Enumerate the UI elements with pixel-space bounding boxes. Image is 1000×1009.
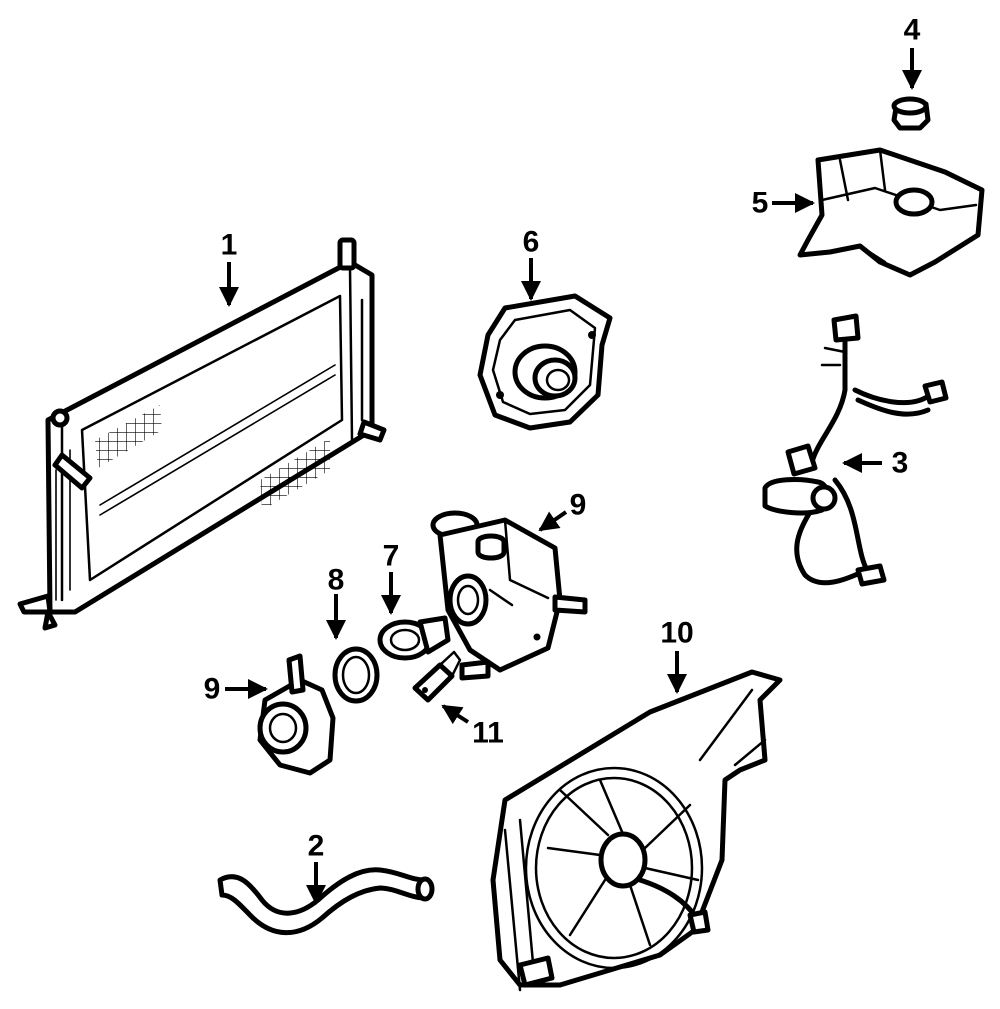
callout-11: 11 [472,717,504,750]
callout-10: 10 [660,617,693,650]
fan-shroud-part [490,669,783,992]
leader-arrows [219,48,922,905]
radiator-part [17,237,387,631]
callout-6: 6 [523,226,540,259]
callout-7: 7 [383,540,400,573]
hose-assembly-part [762,313,949,587]
callout-labels: 1 2 3 4 5 6 7 8 9 9 10 11 [204,14,921,863]
callout-9-lower: 9 [204,673,221,706]
gasket-part [332,646,380,704]
temperature-sensor-part [412,650,462,703]
callout-5: 5 [752,187,769,220]
water-pump-part [477,293,613,431]
reservoir-cap-part [891,96,931,131]
coolant-outlet-part [257,653,336,776]
radiator-hose-part [217,867,435,936]
leader-arrow-9a [538,510,568,532]
callout-4: 4 [904,14,921,47]
coolant-reservoir-part [797,147,985,278]
callout-3: 3 [892,447,909,480]
thermostat-housing-part [430,510,588,681]
callout-2: 2 [308,830,325,863]
callout-1: 1 [221,229,238,262]
thermostat-part [377,615,451,661]
callout-9-upper: 9 [570,489,587,522]
callout-8: 8 [328,564,345,597]
leader-arrow-11 [441,704,470,725]
